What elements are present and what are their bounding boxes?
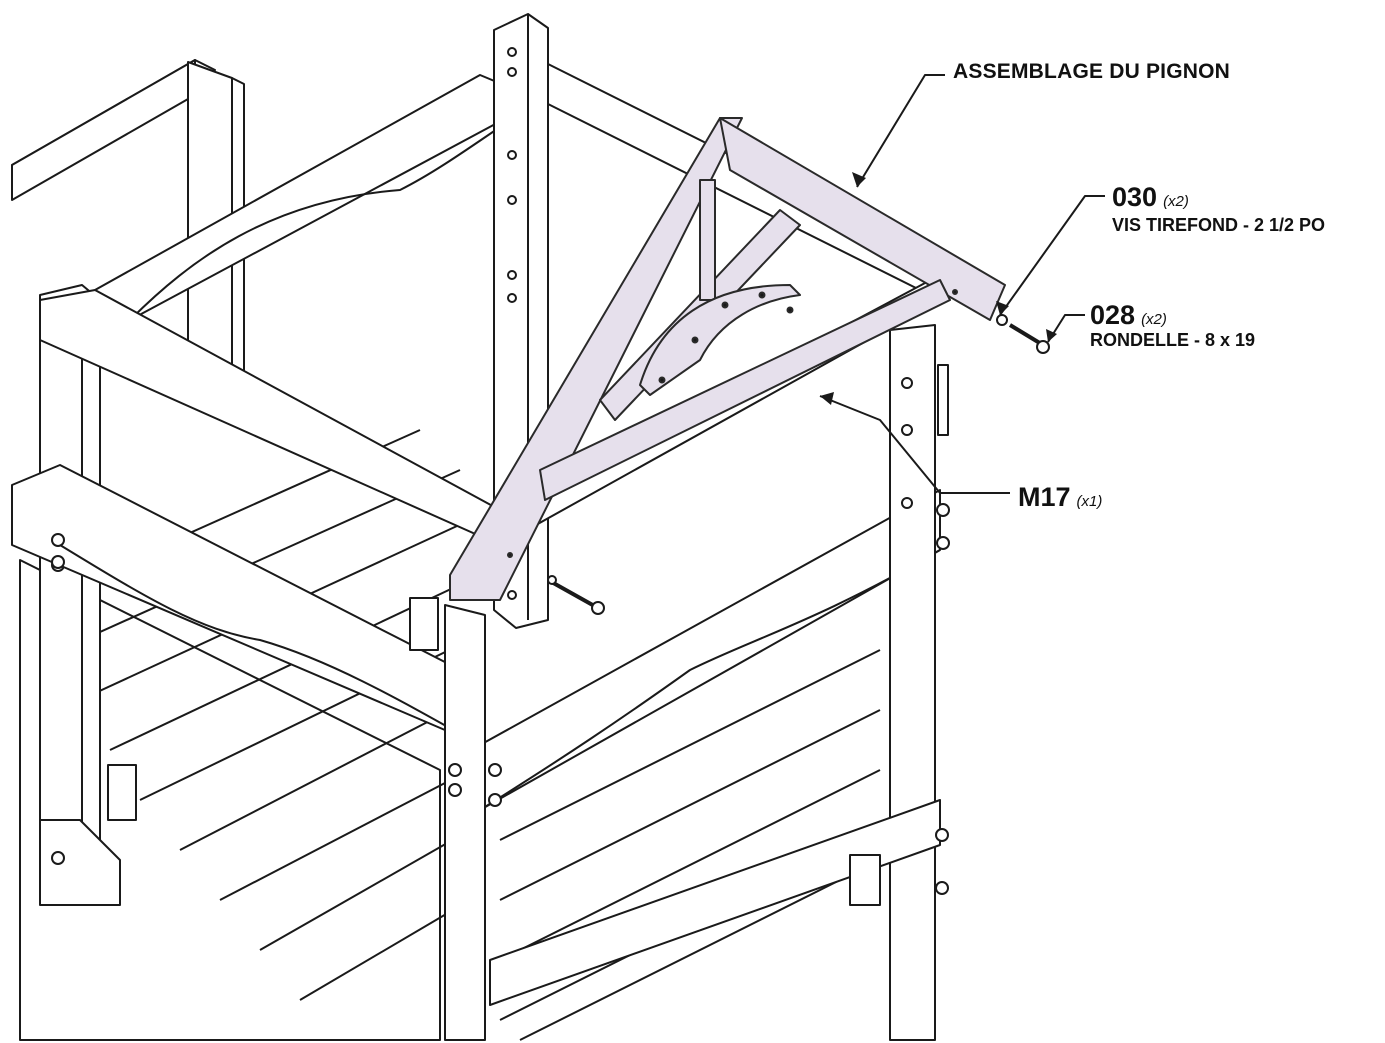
part-030-qty: (x2) — [1163, 193, 1189, 210]
part-028-callout: 028 (x2) — [1090, 300, 1167, 331]
gable-assembly — [449, 117, 1006, 601]
part-030-description: VIS TIREFOND - 2 1/2 PO — [1112, 215, 1326, 235]
part-m17-callout: M17 (x1) — [1018, 482, 1102, 513]
back-rail-left — [11, 59, 216, 201]
lag-screw-top — [996, 314, 1050, 354]
leader-assembly — [856, 74, 945, 188]
leader-028 — [1047, 314, 1085, 343]
right-post — [889, 324, 936, 1041]
leader-lines — [819, 74, 1105, 494]
front-post-center — [444, 604, 502, 1041]
lag-screw-bottom — [547, 575, 605, 615]
deck-boards — [19, 429, 881, 1041]
part-m17-code: M17 — [1018, 482, 1071, 512]
leader-030 — [999, 195, 1105, 316]
part-028-description: RONDELLE - 8 x 19 — [1090, 330, 1256, 350]
part-030-callout: 030 (x2) — [1112, 182, 1189, 213]
small-block-low — [107, 764, 137, 821]
part-028-qty: (x2) — [1141, 311, 1167, 328]
right-lower-beam — [489, 799, 949, 1006]
assembly-label: ASSEMBLAGE DU PIGNON — [953, 60, 1231, 83]
small-block-right — [849, 854, 881, 906]
part-030-code: 030 — [1112, 182, 1158, 212]
top-front-rail — [39, 274, 941, 546]
part-028-code: 028 — [1090, 300, 1136, 330]
lower-left-block — [39, 819, 121, 906]
small-block-far-right — [937, 364, 949, 436]
leader-m17 — [819, 395, 1010, 494]
part-m17-qty: (x1) — [1076, 493, 1103, 510]
small-block-left — [409, 597, 439, 651]
